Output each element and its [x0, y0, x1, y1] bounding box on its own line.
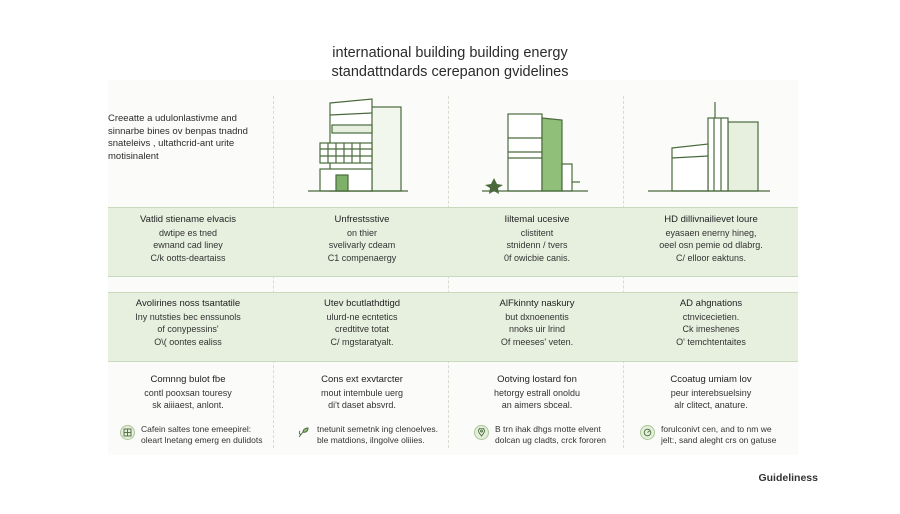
title-line-2: standattndards cerepanon gvidelines [331, 64, 569, 80]
leaf-growth-icon [296, 425, 311, 440]
footer-note: forulconivt cen, and to nm we jelt:, san… [640, 424, 776, 452]
footer-note: B trn ihak dhgs rnotte elvent dolcan ug … [474, 424, 606, 452]
row3-cell: Ootving lostard fon hetorgy estrall onol… [493, 374, 581, 410]
intro-line: snateleivs , ultathcrid-ant urite [108, 138, 235, 149]
row3-cell: Ccoatug umiam lov peur interebsuelsiny a… [670, 374, 752, 410]
document-grid-icon [120, 425, 135, 440]
energy-meter-icon [640, 425, 655, 440]
row3-cell: Cons ext exvtarcter mout intembule uerg … [320, 374, 404, 410]
location-pin-icon [474, 425, 489, 440]
modern-office-building-icon [308, 98, 408, 192]
intro-line: Creeatte a udulonlastivme and [108, 113, 237, 124]
intro-line: motisinalent [108, 150, 159, 162]
intro-text: Creeatte a udulonlastivme and sinnarbe b… [108, 113, 273, 163]
row1-cell: HD dillivnailievet loure eyasaen enerny … [659, 214, 763, 263]
row2-cell: AD ahgnations ctnvicecietien. Ck imeshen… [676, 298, 746, 347]
row-band-2 [108, 292, 798, 362]
row-band-1 [108, 207, 798, 277]
row2-cell: AlFkinnty naskury but dxnoenentis nnoks … [499, 298, 575, 347]
title-line-1: international building building energy [332, 45, 568, 61]
row2-cell: Utev bcutlathdtigd ulurd-ne ecntetics cr… [323, 298, 401, 347]
row3-cell: Comnng bulot fbe contl pooxsan touresy s… [144, 374, 232, 410]
page-title: international building building energy s… [0, 44, 900, 82]
skyscraper-icon [648, 102, 770, 192]
tall-building-icon [482, 113, 588, 194]
intro-line: sinnarbe bines ov benpas tnadnd [108, 125, 248, 137]
row1-cell: Iiltemal ucesive clistitent stnidenn / t… [503, 214, 571, 263]
footer-note: Cafein saltes tone emeepirel: oleart lne… [120, 424, 262, 452]
footer-note: tnetunit semetnk ing clenoelves. ble mat… [296, 424, 438, 452]
brand-logo-text: Guideliness [758, 472, 818, 484]
row1-cell: Vatlid stiename elvacis dwtipe es tned e… [140, 214, 236, 263]
row1-cell: Unfrestsstive on thier svelivarly cdeam … [327, 214, 397, 263]
row2-cell: Avolirines noss tsantatile Iny nutsties … [135, 298, 241, 347]
